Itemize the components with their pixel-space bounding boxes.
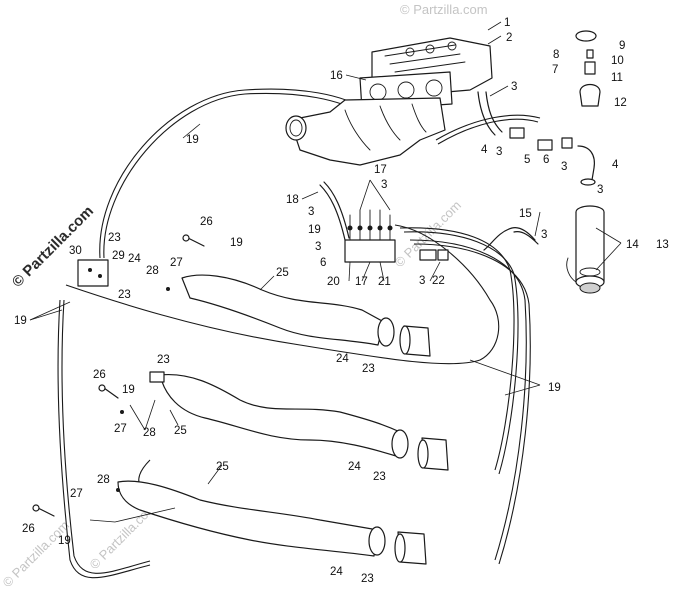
callout-6b: 6 — [320, 257, 326, 269]
callout-23: 23 — [108, 232, 121, 244]
exhaust-pipe-middle — [159, 373, 449, 471]
callout-3b: 3 — [496, 146, 502, 158]
callout-23f: 23 — [361, 573, 374, 585]
callout-15: 15 — [519, 208, 532, 220]
callout-26: 26 — [200, 216, 213, 228]
callout-26c: 26 — [22, 523, 35, 535]
callout-11: 11 — [611, 72, 623, 84]
callout-5: 5 — [524, 154, 530, 166]
callout-16: 16 — [330, 70, 343, 82]
callout-3e: 3 — [381, 179, 387, 191]
exhaust-pipe-upper — [181, 274, 431, 357]
callout-27c: 27 — [70, 488, 83, 500]
callout-23e: 23 — [373, 471, 386, 483]
callout-28b: 28 — [143, 427, 156, 439]
callout-7: 7 — [552, 64, 558, 76]
callout-14: 14 — [626, 239, 639, 251]
callout-19c: 19 — [230, 237, 243, 249]
callout-10: 10 — [611, 55, 624, 67]
cap-and-plug — [575, 30, 601, 107]
callout-24b: 24 — [336, 353, 349, 365]
callout-8: 8 — [553, 49, 559, 61]
callout-17: 17 — [374, 164, 387, 176]
callout-12: 12 — [614, 97, 627, 109]
callout-25: 25 — [276, 267, 289, 279]
callout-3i: 3 — [541, 229, 547, 241]
callout-21: 21 — [378, 276, 391, 288]
callout-19d: 19 — [14, 315, 27, 327]
fittings-right — [477, 91, 596, 251]
callout-3g: 3 — [315, 241, 321, 253]
callout-24: 24 — [128, 253, 141, 265]
callout-23b: 23 — [118, 289, 131, 301]
callout-19e: 19 — [548, 382, 561, 394]
callout-30: 30 — [69, 245, 82, 257]
callout-29: 29 — [112, 250, 125, 262]
callout-1: 1 — [504, 17, 510, 29]
callout-28c: 28 — [97, 474, 110, 486]
callout-28: 28 — [146, 265, 159, 277]
callout-22: 22 — [432, 275, 445, 287]
callout-26b: 26 — [93, 369, 106, 381]
callout-24d: 24 — [330, 566, 343, 578]
callout-6: 6 — [543, 154, 549, 166]
callout-19b: 19 — [308, 224, 321, 236]
callout-27: 27 — [170, 257, 183, 269]
callout-3: 3 — [511, 81, 517, 93]
callout-24c: 24 — [348, 461, 361, 473]
callout-20: 20 — [327, 276, 340, 288]
callout-3c: 3 — [561, 161, 567, 173]
callout-3d: 3 — [597, 184, 603, 196]
exhaust-pipe-lower — [117, 480, 427, 565]
exhaust-manifold — [285, 97, 446, 166]
callout-4: 4 — [481, 144, 488, 156]
leader-lines — [29, 21, 622, 523]
callout-2: 2 — [506, 32, 512, 44]
callout-19: 19 — [186, 134, 199, 146]
callout-4b: 4 — [612, 159, 619, 171]
callout-25c: 25 — [216, 461, 229, 473]
callout-3h: 3 — [419, 275, 425, 287]
water-box — [566, 205, 605, 294]
callout-23d: 23 — [157, 354, 170, 366]
watermark-bottom-left: © Partzilla.com — [0, 518, 72, 591]
callout-13: 13 — [656, 239, 669, 251]
valve-block — [319, 181, 449, 263]
watermark-top-right: © Partzilla.com — [400, 2, 488, 17]
callout-18: 18 — [286, 194, 299, 206]
hardware — [32, 234, 205, 517]
callout-19f: 19 — [122, 384, 135, 396]
callout-19g: 19 — [58, 535, 71, 547]
callout-labels: 1 2 3 3 3 3 3 3 3 3 3 4 4 5 6 6 7 8 9 10… — [14, 17, 669, 585]
callout-9: 9 — [619, 40, 625, 52]
callout-23c: 23 — [362, 363, 375, 375]
callout-3f: 3 — [308, 206, 314, 218]
callout-25b: 25 — [174, 425, 187, 437]
callout-17b: 17 — [355, 276, 368, 288]
callout-27b: 27 — [114, 423, 127, 435]
